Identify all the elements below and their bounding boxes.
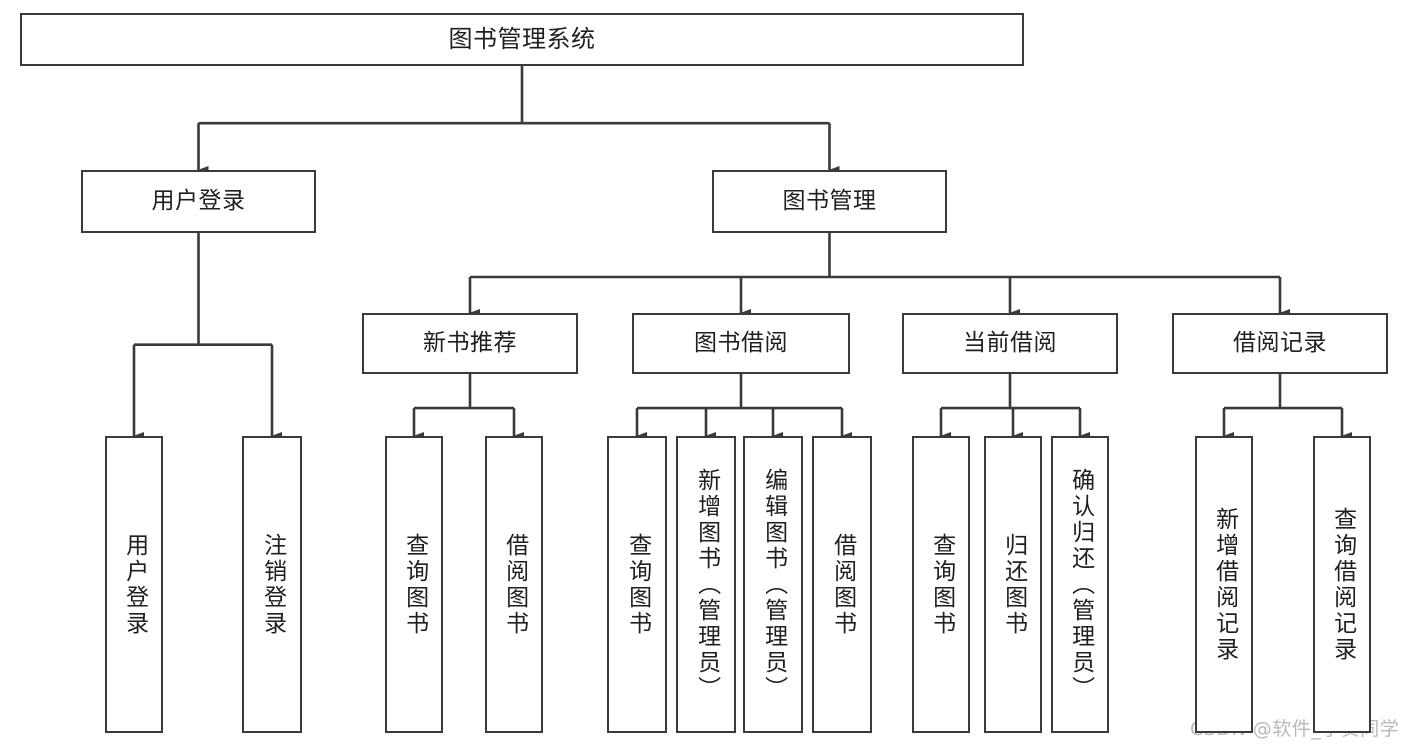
node-l-bo-borrow[interactable]: 借阅图书	[812, 436, 872, 733]
node-l-userlogin[interactable]: 用户登录	[105, 436, 163, 733]
node-current[interactable]: 当前借阅	[902, 313, 1118, 374]
node-label: 用户登录	[121, 532, 148, 637]
node-label: 借阅记录	[1233, 329, 1327, 356]
node-label: 图书管理	[782, 187, 877, 214]
node-label: 新增借阅记录	[1211, 506, 1238, 663]
node-l-cu-return[interactable]: 归还图书	[984, 436, 1042, 733]
node-label: 查询图书	[928, 532, 955, 637]
edge-group	[132, 66, 1353, 441]
node-label: 查询图书	[624, 532, 651, 637]
node-label: 查询借阅记录	[1329, 506, 1356, 663]
node-label: 确认归还（管理员）	[1067, 467, 1094, 702]
node-l-bo-add[interactable]: 新增图书（管理员）	[676, 436, 736, 733]
node-label: 用户登录	[151, 187, 246, 214]
node-label: 借阅图书	[501, 532, 528, 637]
node-l-nb-borrow[interactable]: 借阅图书	[485, 436, 543, 733]
node-l-bo-query[interactable]: 查询图书	[607, 436, 667, 733]
node-l-cu-confirm[interactable]: 确认归还（管理员）	[1051, 436, 1109, 733]
node-label: 注销登录	[259, 532, 286, 637]
node-label: 图书借阅	[694, 329, 788, 356]
node-label: 归还图书	[1000, 532, 1027, 637]
node-label: 图书管理系统	[448, 25, 596, 54]
node-l-logout[interactable]: 注销登录	[242, 436, 302, 733]
node-newbook[interactable]: 新书推荐	[362, 313, 578, 374]
node-l-re-add[interactable]: 新增借阅记录	[1195, 436, 1253, 733]
node-label: 查询图书	[401, 532, 428, 637]
node-label: 新书推荐	[423, 329, 517, 356]
node-borrow[interactable]: 图书借阅	[632, 313, 850, 374]
node-label: 编辑图书（管理员）	[760, 467, 787, 702]
node-l-nb-query[interactable]: 查询图书	[385, 436, 443, 733]
node-label: 借阅图书	[829, 532, 856, 637]
node-l-re-query[interactable]: 查询借阅记录	[1313, 436, 1371, 733]
node-l-cu-query[interactable]: 查询图书	[912, 436, 970, 733]
node-label: 当前借阅	[963, 329, 1057, 356]
node-l-bo-edit[interactable]: 编辑图书（管理员）	[743, 436, 803, 733]
node-label: 新增图书（管理员）	[693, 467, 720, 702]
node-root[interactable]: 图书管理系统	[20, 13, 1024, 66]
node-records[interactable]: 借阅记录	[1172, 313, 1388, 374]
node-bookmgmt[interactable]: 图书管理	[712, 170, 947, 233]
node-login[interactable]: 用户登录	[81, 170, 316, 233]
